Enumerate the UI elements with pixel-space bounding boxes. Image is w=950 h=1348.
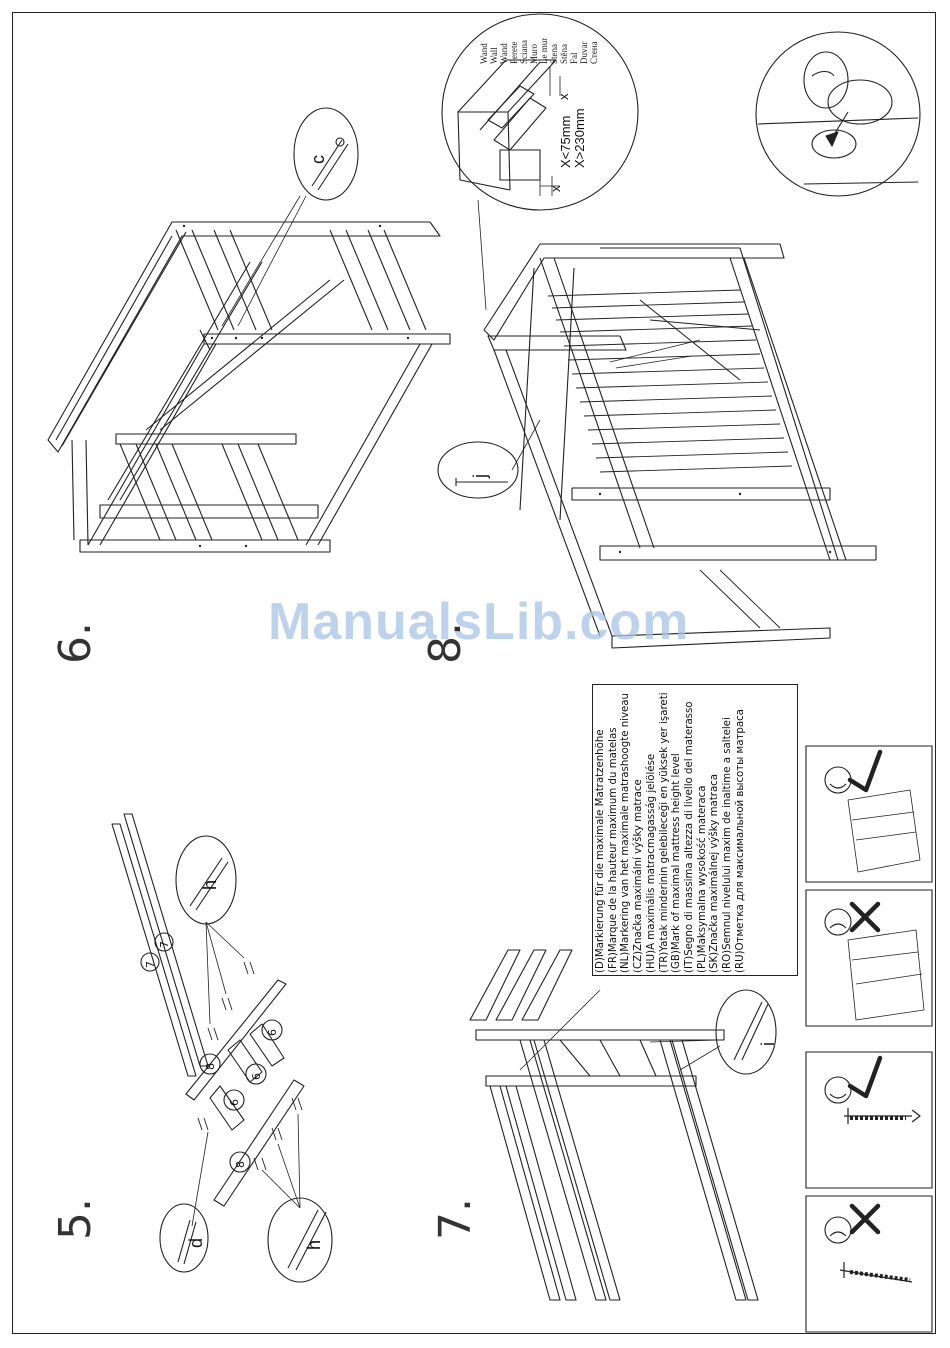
legend-list: (D)Markierung für die maximale Matratzen… bbox=[595, 687, 747, 973]
part-h-bubble-top bbox=[175, 835, 237, 925]
part-label-i: i bbox=[758, 1042, 778, 1046]
part-label-c: c bbox=[308, 155, 328, 164]
part-number-6c: 6 bbox=[228, 1099, 241, 1106]
mattress-height-legend: (D)Markierung für die maximale Matratzen… bbox=[592, 684, 798, 976]
legend-line: (D)Markierung für die maximale Matratzen… bbox=[595, 729, 606, 973]
legend-line: (CZ)Značka maximální výšky matrace bbox=[633, 779, 645, 973]
part-number-7b: 7 bbox=[158, 941, 171, 948]
step-number-8: 8. bbox=[420, 622, 471, 664]
legend-line: (IT)Segno di massima altezza di livello … bbox=[683, 701, 695, 973]
dimension-x-top: x bbox=[556, 93, 571, 101]
step-number-7: 7. bbox=[430, 1198, 481, 1240]
wall-detail-circle bbox=[441, 13, 639, 211]
part-label-h-top: h bbox=[200, 879, 220, 890]
check-icon-2 bbox=[847, 1055, 883, 1099]
part-label-h-bottom: h bbox=[304, 1239, 324, 1250]
legend-line: (NL)Markering van het maximale matrashoo… bbox=[620, 693, 632, 973]
page-frame bbox=[12, 12, 936, 1334]
legend-line: (RO)Semnul nivelului maxim de inaltime a… bbox=[722, 717, 734, 973]
part-number-8a: 8 bbox=[204, 1063, 217, 1070]
part-number-7a: 7 bbox=[144, 961, 157, 968]
part-h-bubble-bottom bbox=[267, 1197, 333, 1283]
step5-parts-drawing bbox=[111, 813, 305, 1227]
dimension-lt: X<75mm bbox=[558, 115, 573, 168]
watermark: ManualsLib.com bbox=[268, 593, 690, 651]
check-panels bbox=[805, 745, 933, 1333]
part-number-6b: 6 bbox=[266, 1029, 279, 1036]
check-icon-1 bbox=[847, 749, 883, 793]
legend-line: (HU)A maximális matracmagasság jelölése bbox=[645, 753, 657, 973]
sticker-detail-circle bbox=[755, 31, 921, 197]
dimension-gt: X>230mm bbox=[572, 108, 587, 168]
part-c-bubble bbox=[293, 107, 359, 201]
step6-frame-drawing bbox=[47, 195, 451, 553]
legend-line: (TR)Yatak minderinin gelebileceği en yük… bbox=[658, 692, 670, 973]
step7-frame-drawing bbox=[469, 949, 759, 1301]
dimension-x-bottom: x bbox=[548, 185, 563, 193]
legend-line: (FR)Marque de la hauteur maximum du mate… bbox=[607, 727, 619, 973]
step-number-6: 6. bbox=[50, 622, 101, 664]
cross-icon-2 bbox=[849, 1203, 881, 1235]
step5-label-circles bbox=[140, 932, 283, 1173]
wall-label: Стена bbox=[589, 41, 599, 64]
legend-line: (SK)Značka maximálnej výšky matraca bbox=[709, 773, 721, 973]
legend-line: (RU)Отметка для максимальной высоты матр… bbox=[734, 709, 746, 973]
legend-line: (GB)Mark of maximal mattress height leve… bbox=[671, 753, 683, 973]
part-number-6a: 6 bbox=[250, 1073, 263, 1080]
part-d-bubble bbox=[159, 1203, 209, 1273]
part-number-8b: 8 bbox=[234, 1161, 247, 1168]
check-marks bbox=[847, 749, 883, 1235]
part-label-d: d bbox=[186, 1237, 206, 1248]
step8-frame-drawing bbox=[483, 243, 877, 649]
step-number-5: 5. bbox=[50, 1198, 101, 1240]
part-i-bubble bbox=[715, 989, 777, 1075]
part-label-j: j bbox=[470, 474, 490, 478]
cross-icon-1 bbox=[849, 901, 881, 933]
legend-line: (PL)Maksymalna wysokość materaca bbox=[696, 785, 708, 973]
